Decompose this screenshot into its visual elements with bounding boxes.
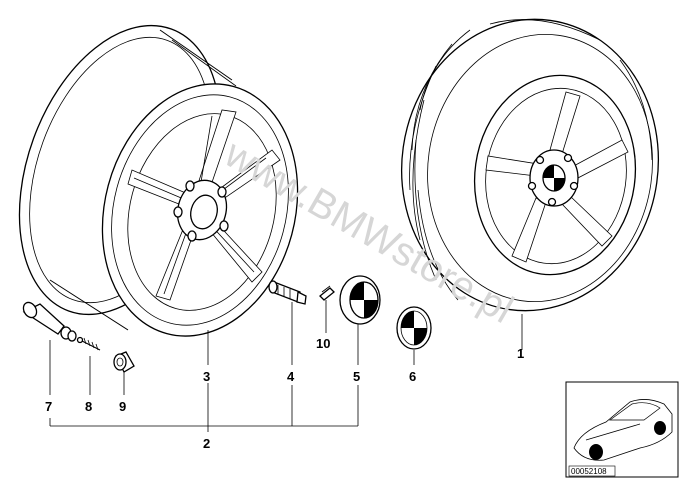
- emblem-drawing[interactable]: [396, 306, 432, 350]
- balance-weight-drawing[interactable]: [319, 285, 335, 301]
- leader-lines: [49, 300, 523, 432]
- valve-cap-drawing[interactable]: [113, 351, 135, 373]
- diagram-id: 00052108: [571, 467, 607, 476]
- inset-car-thumbnail[interactable]: 00052108: [565, 381, 679, 478]
- callout-5: 5: [353, 369, 360, 384]
- callout-3: 3: [203, 369, 210, 384]
- callout-4: 4: [287, 369, 295, 384]
- complete-wheel-drawing[interactable]: [383, 3, 677, 328]
- valve-insert-drawing[interactable]: [76, 336, 101, 351]
- lug-bolt-drawing[interactable]: [268, 280, 307, 305]
- callout-10: 10: [316, 336, 330, 351]
- callout-8: 8: [85, 399, 92, 414]
- hub-cap-drawing[interactable]: [339, 275, 381, 325]
- callout-2: 2: [203, 436, 210, 451]
- callout-9: 9: [119, 399, 126, 414]
- callout-7: 7: [45, 399, 52, 414]
- callout-1: 1: [517, 346, 524, 361]
- valve-stem-drawing[interactable]: [21, 300, 77, 342]
- callout-6: 6: [409, 369, 416, 384]
- alloy-rim-drawing[interactable]: [0, 0, 325, 358]
